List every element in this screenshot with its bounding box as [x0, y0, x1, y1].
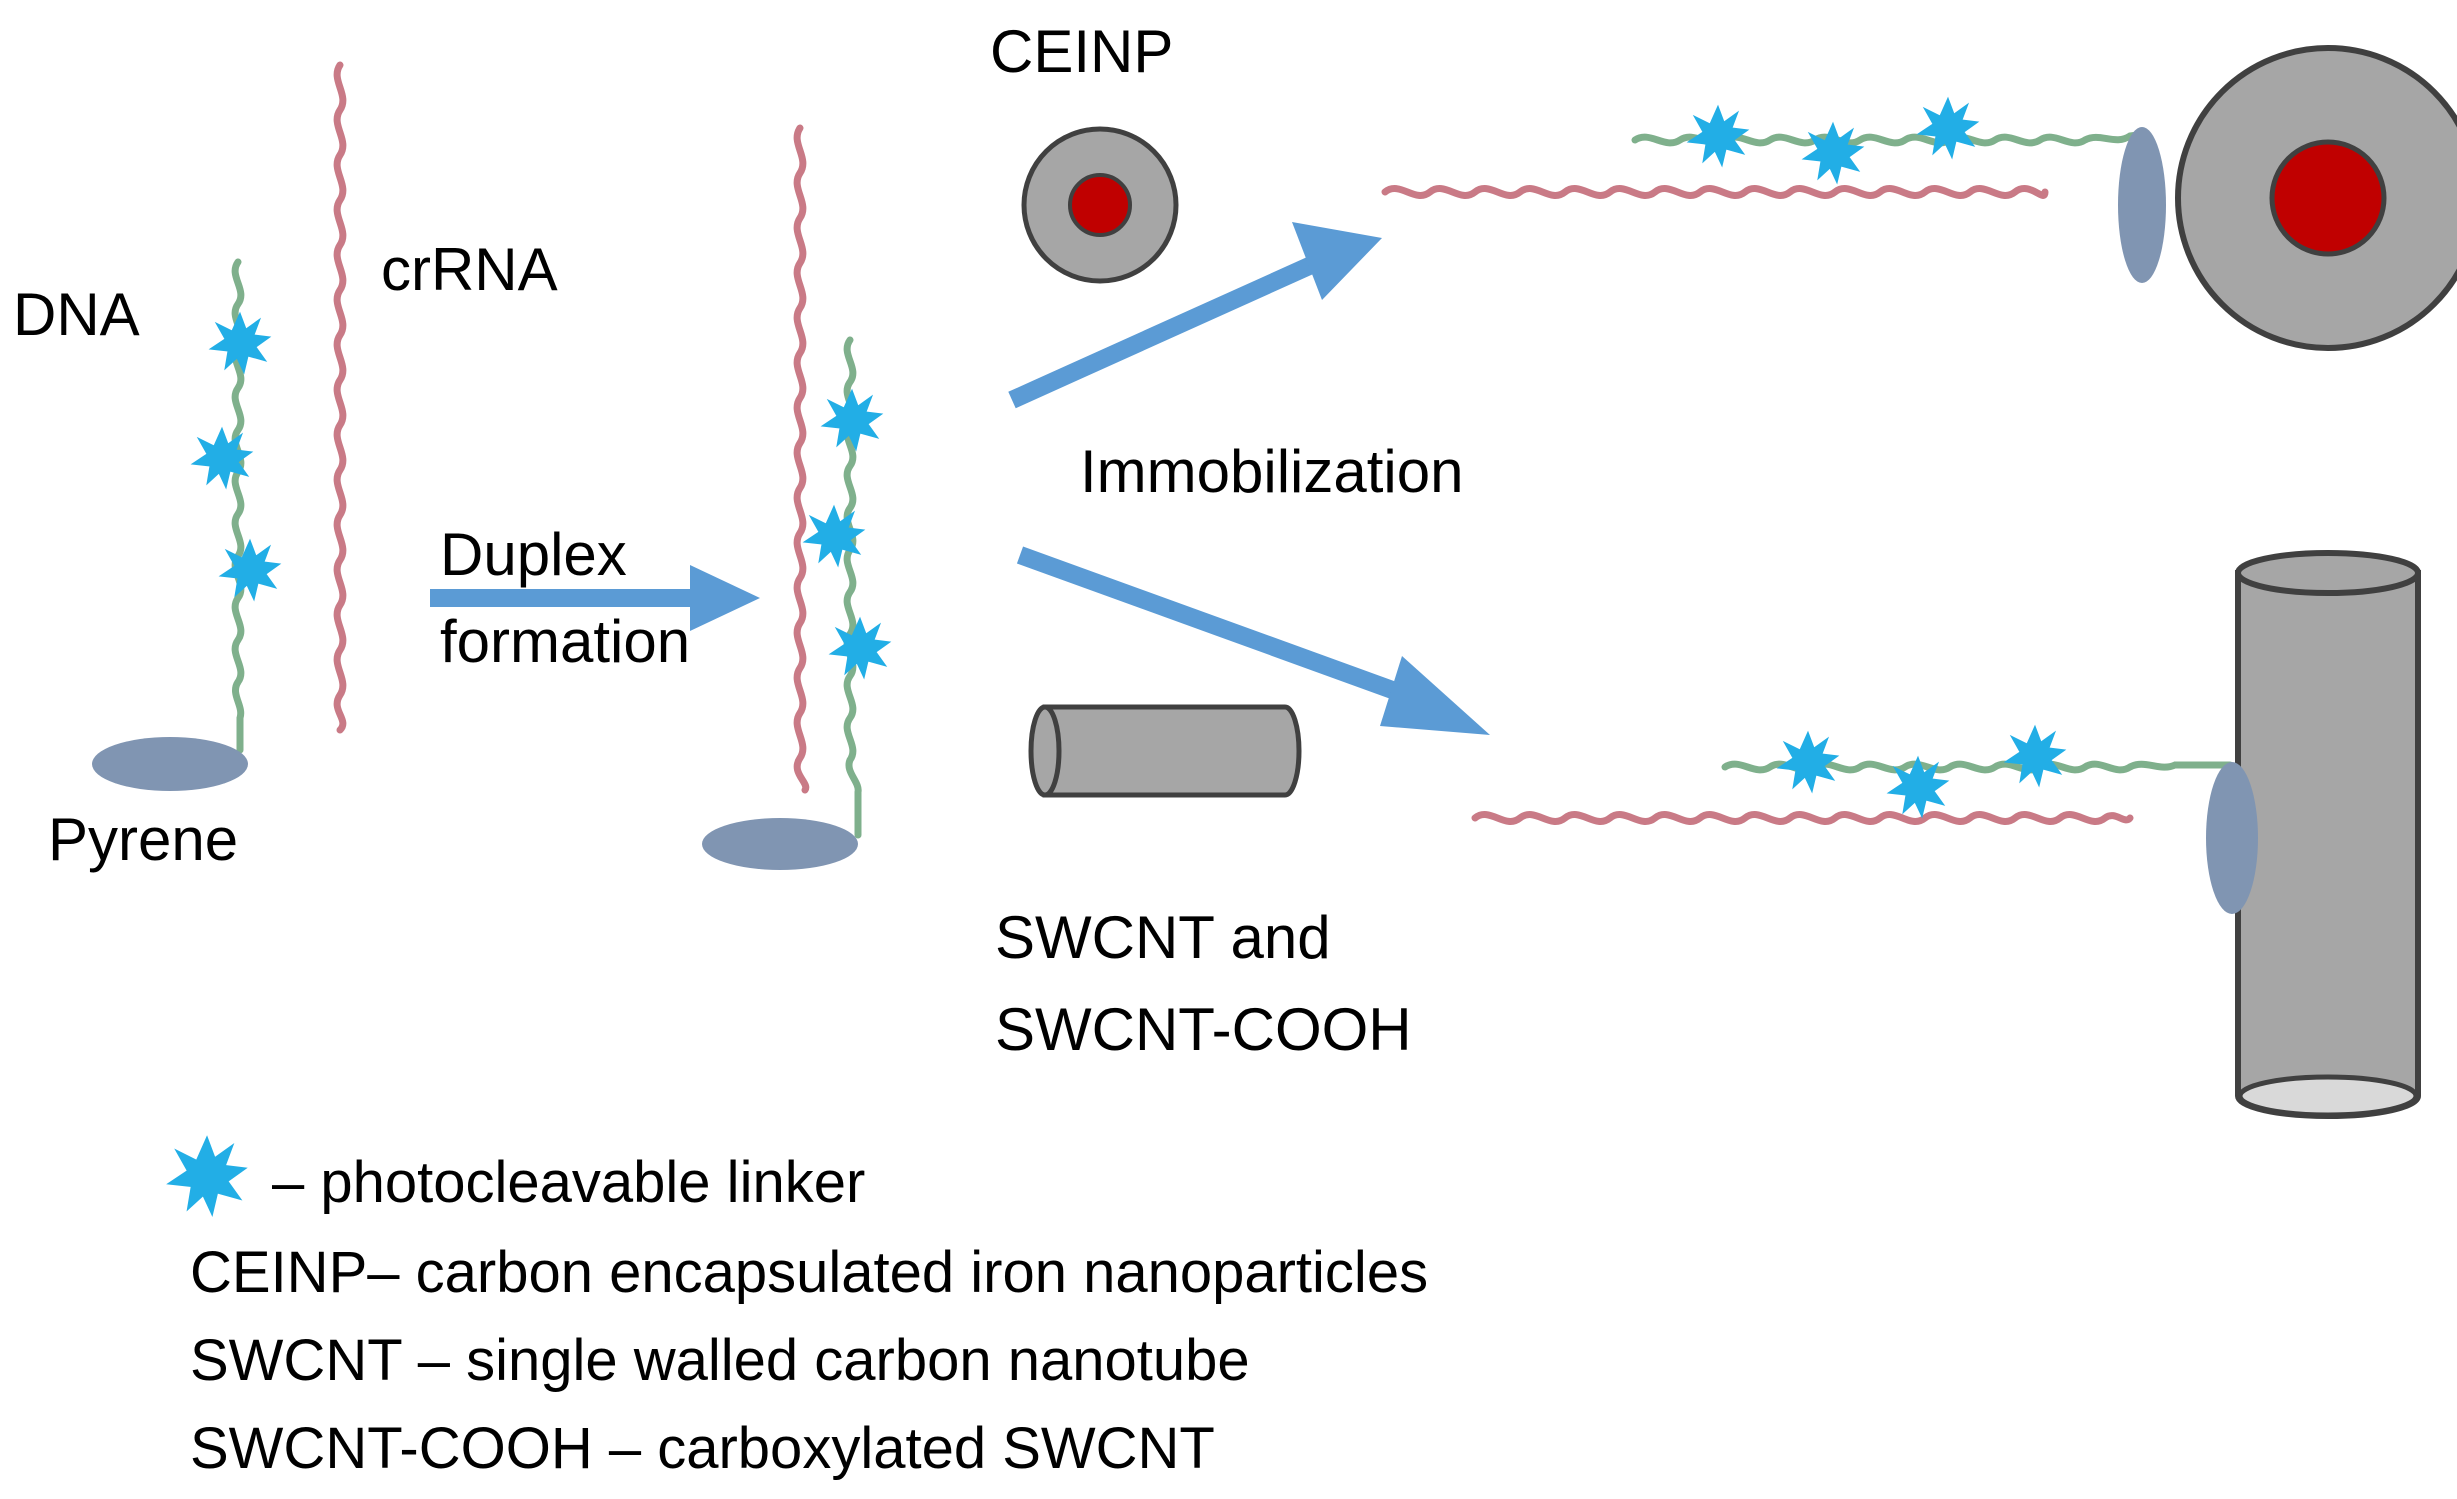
linker-star-icon: [821, 389, 883, 451]
swcnt-tube: [1028, 704, 1302, 798]
linker-star-icon: [1687, 105, 1749, 167]
immobilization-label: Immobilization: [1080, 438, 1463, 505]
linker-star-legend-icon: [167, 1136, 247, 1216]
duplex-label-line1: Duplex: [440, 521, 627, 588]
linker-star-icon: [2004, 725, 2066, 787]
swcnt-label-line2: SWCNT-COOH: [995, 996, 1412, 1063]
duplex-label-line2: formation: [440, 608, 690, 675]
pyrene-anchor: [702, 818, 858, 870]
crrna-strand: [1471, 811, 2134, 825]
linker-star-icon: [1917, 97, 1979, 159]
linker-star-icon: [1777, 731, 1839, 793]
pyrene-label: Pyrene: [48, 806, 238, 873]
pyrene-anchor: [2118, 127, 2166, 283]
crrna-strand: [333, 61, 347, 734]
crrna-strand: [1381, 185, 2049, 199]
legend-swcnt-cooh-text: SWCNT-COOH – carboxylated SWCNT: [190, 1416, 1215, 1481]
immobilization-arrow-lower-icon: [1016, 546, 1490, 735]
linker-star-icon: [829, 617, 891, 679]
swcnt-tube-large: [2235, 570, 2421, 1119]
legend: – photocleavable linker CEINP– carbon en…: [167, 1136, 1428, 1481]
ceinp-particle: [1021, 126, 1179, 284]
ceinp-immobilized-group: [1381, 45, 2457, 351]
crrna-label: crRNA: [381, 236, 558, 303]
swcnt-label-line1: SWCNT and: [995, 904, 1331, 971]
linker-star-icon: [191, 427, 253, 489]
dna-label: DNA: [13, 281, 140, 348]
linker-star-icon: [803, 505, 865, 567]
legend-swcnt-text: SWCNT – single walled carbon nanotube: [190, 1328, 1250, 1393]
linker-star-icon: [1887, 756, 1949, 818]
linker-star-icon: [1802, 122, 1864, 184]
crrna-strand: [793, 124, 810, 794]
free-dna-group: [92, 61, 347, 791]
legend-linker-text: – photocleavable linker: [272, 1150, 865, 1215]
legend-ceinp-text: CEINP– carbon encapsulated iron nanopart…: [190, 1240, 1428, 1305]
ceinp-label: CEINP: [990, 18, 1173, 85]
duplex-group: [702, 124, 891, 870]
pyrene-anchor: [92, 737, 248, 791]
duplex-arrow-icon: [430, 565, 760, 631]
swcnt-immobilized-group: [1471, 550, 2421, 1119]
linker-star-icon: [209, 312, 271, 374]
linker-star-icon: [219, 539, 281, 601]
pyrene-anchor: [2206, 762, 2258, 914]
immobilization-arrow-upper-icon: [1008, 222, 1382, 409]
